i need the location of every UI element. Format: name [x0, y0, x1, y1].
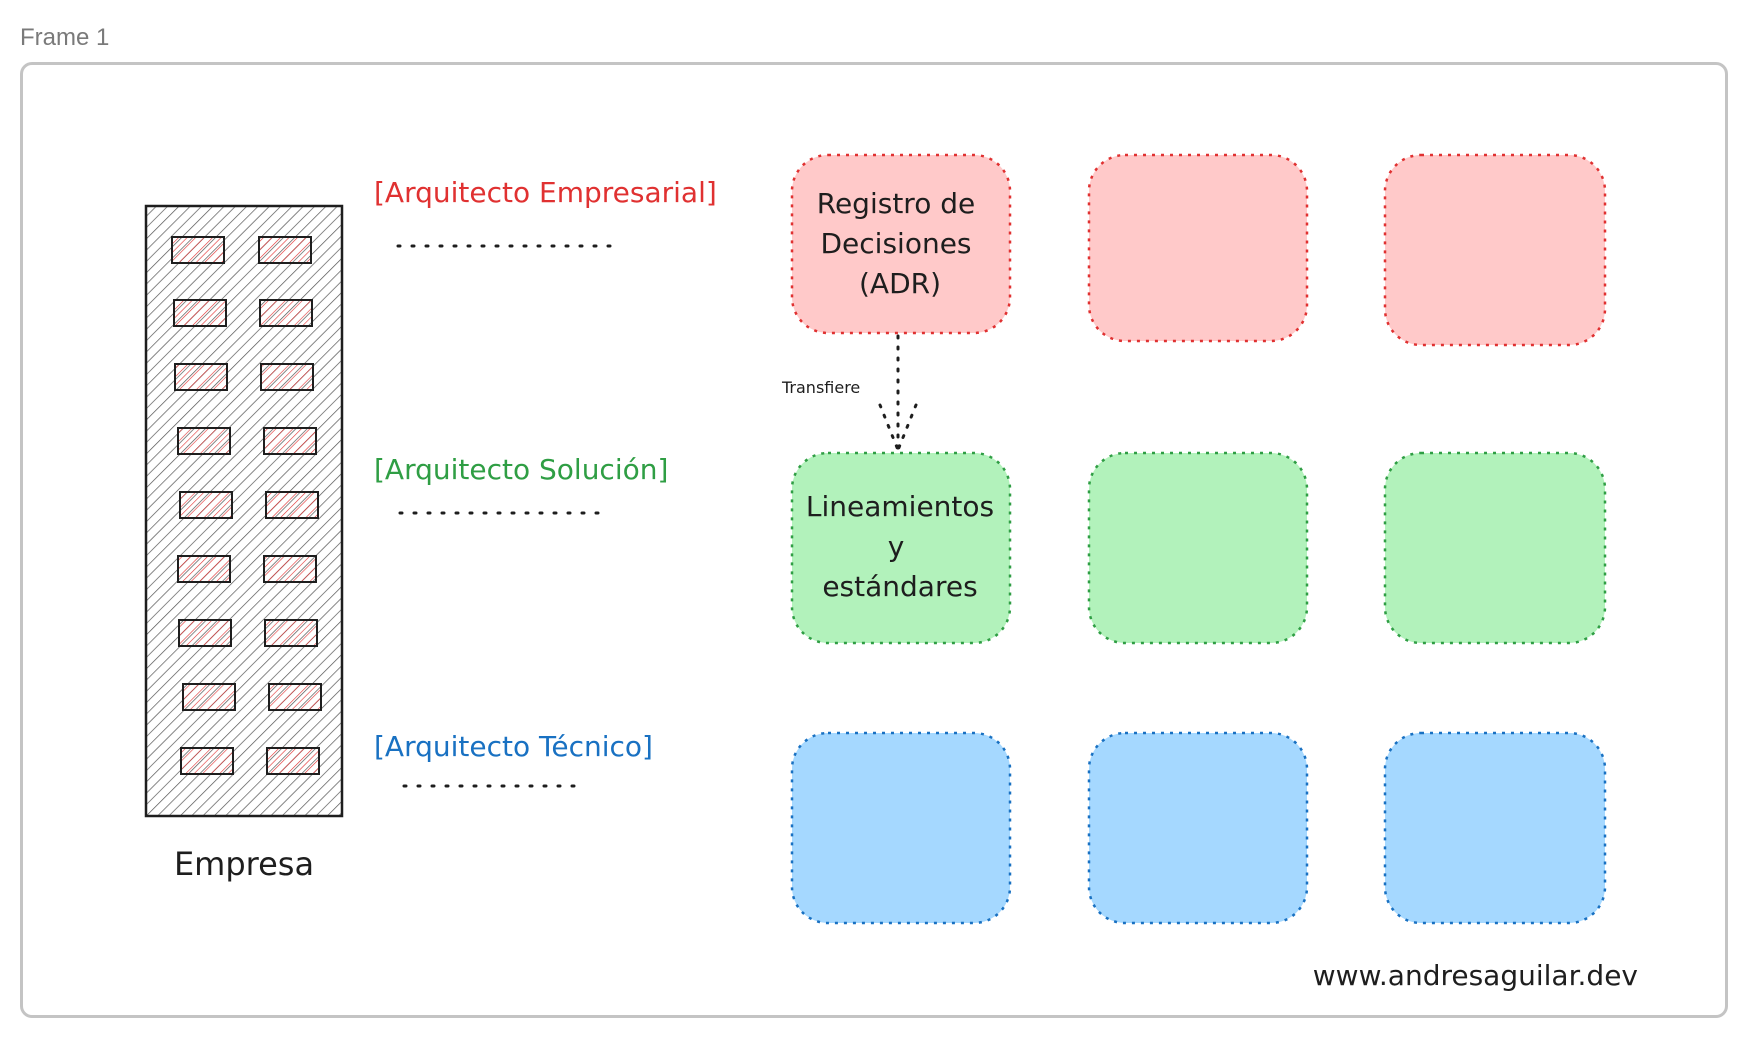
- card-blue-1: [790, 731, 1012, 925]
- role-enterprise-architect: [Arquitecto Empresarial]: [374, 176, 717, 209]
- card-blue-3: [1383, 731, 1607, 925]
- building-icon: [144, 204, 344, 818]
- frame-title: Frame 1: [20, 24, 110, 51]
- card-green-3: [1383, 451, 1607, 645]
- card-red-2: [1087, 153, 1309, 343]
- guidelines-line-3: estándares: [822, 570, 977, 603]
- card-green-2: [1087, 451, 1309, 645]
- adr-line-3: (ADR): [859, 267, 941, 300]
- adr-line-1: Registro de: [817, 187, 975, 220]
- company-label: Empresa: [174, 845, 314, 883]
- transfer-arrow: [878, 334, 918, 452]
- card-adr: [790, 153, 1012, 335]
- frame-border: [20, 62, 1728, 1018]
- arrow-label: Transfiere: [781, 378, 860, 397]
- guidelines-line-2: y: [888, 530, 905, 563]
- card-guidelines: [790, 451, 1012, 645]
- role-technical-architect: [Arquitecto Técnico]: [374, 730, 653, 763]
- guidelines-line-1: Lineamientos: [806, 490, 994, 523]
- adr-line-2: Decisiones: [820, 227, 971, 260]
- role-solution-architect: [Arquitecto Solución]: [374, 453, 668, 486]
- card-red-3: [1383, 153, 1607, 347]
- card-blue-2: [1087, 731, 1309, 925]
- footer-url: www.andresaguilar.dev: [1313, 959, 1638, 992]
